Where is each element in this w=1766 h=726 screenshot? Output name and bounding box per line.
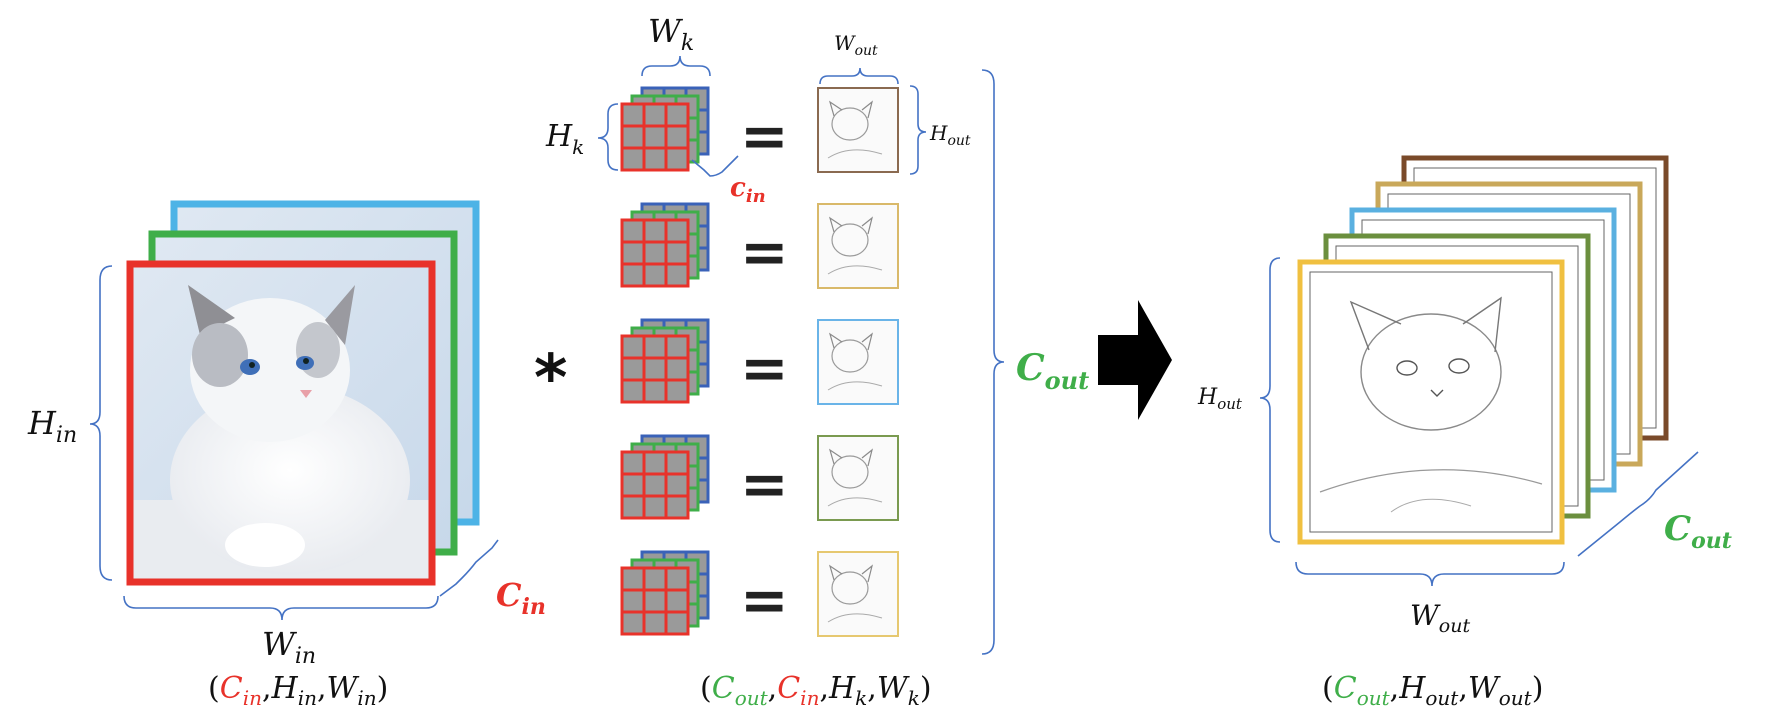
kernel-cin-brace — [691, 155, 739, 177]
kernel-hk-brace — [597, 103, 619, 171]
input-h-brace — [89, 265, 113, 581]
output-w-brace — [1295, 561, 1565, 587]
kernel-wk-label: Wk — [648, 12, 694, 56]
kernel-row: = — [620, 202, 899, 289]
kernel-output-map — [817, 203, 899, 289]
kernel-layer-red — [620, 102, 690, 172]
kernel-out-w-brace — [819, 67, 899, 85]
output-h-brace — [1259, 257, 1281, 543]
kernel-cout-label: Cout — [1016, 347, 1089, 395]
kernel-layer-red — [620, 334, 690, 404]
output-c-brace — [1577, 451, 1699, 557]
kernel-out-w-label: Wout — [834, 31, 878, 59]
kitten-sketch — [1319, 296, 1543, 513]
equals-sign: = — [740, 218, 789, 286]
kernel-hk-label: Hk — [545, 119, 584, 159]
kernel-column: = = = = = — [620, 86, 899, 637]
output-w-label: Wout — [1410, 599, 1470, 637]
kernel-output-map — [817, 87, 899, 173]
kernel-row: = — [620, 550, 899, 637]
equals-sign: = — [740, 450, 789, 518]
output-shape-caption: (Cout,Hout,Wout) — [1322, 671, 1543, 710]
convolution-operator: * — [534, 342, 567, 416]
kernel-layer-red — [620, 566, 690, 636]
equals-sign: = — [740, 566, 789, 634]
kernel-shape-caption: (Cout,Cin,Hk,Wk) — [700, 671, 932, 710]
output-stack — [1297, 155, 1669, 545]
input-shape-caption: (Cin,Hin,Win) — [208, 671, 388, 710]
input-w-label: Win — [262, 625, 316, 669]
input-c-label: Cin — [496, 576, 546, 620]
output-channel-frame — [1297, 259, 1565, 545]
kernel-cout-brace — [981, 69, 1005, 655]
equals-sign: = — [740, 102, 789, 170]
kernel-cin-label: cin — [730, 173, 766, 207]
kernel-row: = — [620, 86, 899, 173]
kernel-row: = — [620, 434, 899, 521]
equals-sign: = — [740, 334, 789, 402]
kernel-out-h-label: Hout — [929, 121, 971, 149]
input-h-label: Hin — [27, 404, 77, 448]
kernel-layer-red — [620, 218, 690, 288]
kernel-output-map — [817, 319, 899, 405]
kernel-row: = — [620, 318, 899, 405]
input-stack — [126, 200, 480, 586]
input-c-brace — [439, 539, 499, 597]
result-arrow-icon — [1098, 300, 1172, 420]
kitten-photo — [130, 264, 432, 582]
kernel-output-map — [817, 435, 899, 521]
kernel-output-map — [817, 551, 899, 637]
input-channel-red — [126, 260, 436, 586]
kernel-out-h-brace — [909, 85, 927, 175]
input-w-brace — [123, 595, 439, 621]
kernel-wk-brace — [641, 55, 711, 77]
kernel-layer-red — [620, 450, 690, 520]
output-c-label: Cout — [1664, 509, 1732, 554]
output-h-label: Hout — [1197, 385, 1243, 413]
